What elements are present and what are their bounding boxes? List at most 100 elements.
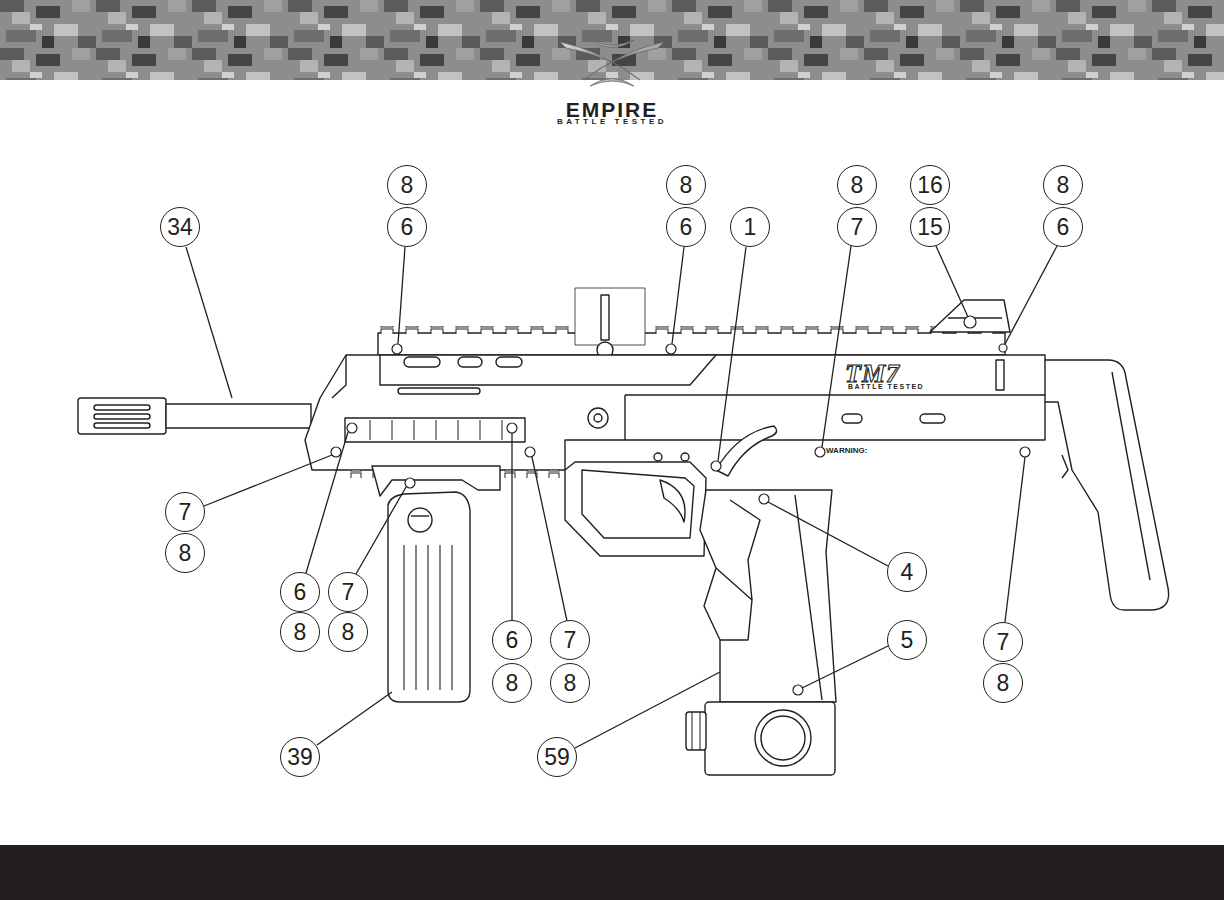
marker-body [930,300,1010,332]
marker-body [692,712,700,750]
warning-label: WARNING: [826,447,867,455]
marker-body [345,418,525,442]
marker-body [458,357,482,367]
callout-number: 6 [401,216,414,239]
leader-line [186,247,232,398]
callout-number: 8 [506,672,519,695]
callout-number: 8 [401,174,414,197]
callout-number: 8 [564,672,577,695]
marker-body [372,466,500,496]
callout-number: 8 [179,542,192,565]
callout-circle: 8 [387,165,427,205]
callout-number: 8 [1057,174,1070,197]
marker-body [305,355,1045,470]
callout-number: 7 [179,501,192,524]
marker-body [411,515,429,516]
leader-line [204,455,332,506]
marker-body [94,405,150,410]
model-tagline: BATTLE TESTED [848,383,924,390]
marker-body [686,712,706,750]
screw-head [815,447,825,457]
marker-body [681,453,689,461]
callout-circle: 8 [165,533,205,573]
marker-body [588,408,608,428]
leader-line [356,487,406,574]
marker-body [705,702,835,775]
callout-circle: 7 [328,572,368,612]
marker-body [565,462,706,556]
marker-body [761,716,805,760]
marker-body [660,480,685,522]
marker-body [716,426,777,476]
callout-circle: 34 [160,207,200,247]
callout-circle: 7 [165,492,205,532]
marker-body [404,545,452,690]
callout-circle: 5 [887,620,927,660]
marker-body [398,388,480,394]
callout-circle: 6 [280,572,320,612]
callout-circle: 6 [492,620,532,660]
callout-number: 8 [851,174,864,197]
marker-body [700,490,836,702]
leader-line [511,433,512,620]
screw-head [964,316,976,328]
callout-number: 7 [342,581,355,604]
callout-number: 34 [167,216,193,239]
marker-body [378,333,1005,355]
marker-body [370,420,502,440]
callout-number: 16 [917,174,943,197]
callout-number: 6 [294,581,307,604]
callout-circle: 6 [1043,207,1083,247]
callout-circle: 7 [837,207,877,247]
screw-head [405,478,415,488]
callout-circle: 8 [1043,165,1083,205]
leader-line [718,247,746,461]
marker-body [1062,455,1068,478]
callout-circle: 8 [666,165,706,205]
marker-body [730,500,760,600]
logo-tagline: BATTLE TESTED [557,118,667,126]
callout-circle: 8 [492,663,532,703]
marker-body [625,395,1045,440]
screw-head [793,685,803,695]
screw-head [331,316,1030,695]
leader-line [306,432,348,573]
marker-body [795,495,822,700]
marker-body [1040,360,1169,610]
screw-head [507,423,517,433]
callout-circle: 59 [537,737,577,777]
marker-body [582,470,694,538]
screw-head [1020,447,1030,457]
marker-body [94,423,150,428]
marker-body [842,414,862,423]
callout-circle: 6 [387,207,427,247]
marker-body [380,326,1000,334]
marker-body [601,295,609,340]
leader-line [1005,457,1025,622]
marker-body [408,508,432,532]
leader-line [186,246,1057,748]
callout-circle: 1 [730,207,770,247]
callout-number: 8 [680,174,693,197]
callout-number: 59 [544,746,570,769]
callout-circle: 15 [910,207,950,247]
leader-line [317,692,392,745]
marker-body [594,414,602,422]
marker-body [920,414,945,423]
leader-line [936,246,968,317]
marker-body [166,404,311,428]
callout-number: 6 [680,216,693,239]
leader-line [1005,246,1057,344]
logo-mark [560,40,664,86]
callout-number: 7 [997,631,1010,654]
callout-number: 6 [506,629,519,652]
marker-body [755,710,811,766]
marker-body [496,357,522,367]
marker-body [654,453,662,461]
logo-mark [584,42,664,80]
logo-mark [590,40,634,48]
callout-circle: 4 [887,552,927,592]
marker-body [996,360,1004,390]
